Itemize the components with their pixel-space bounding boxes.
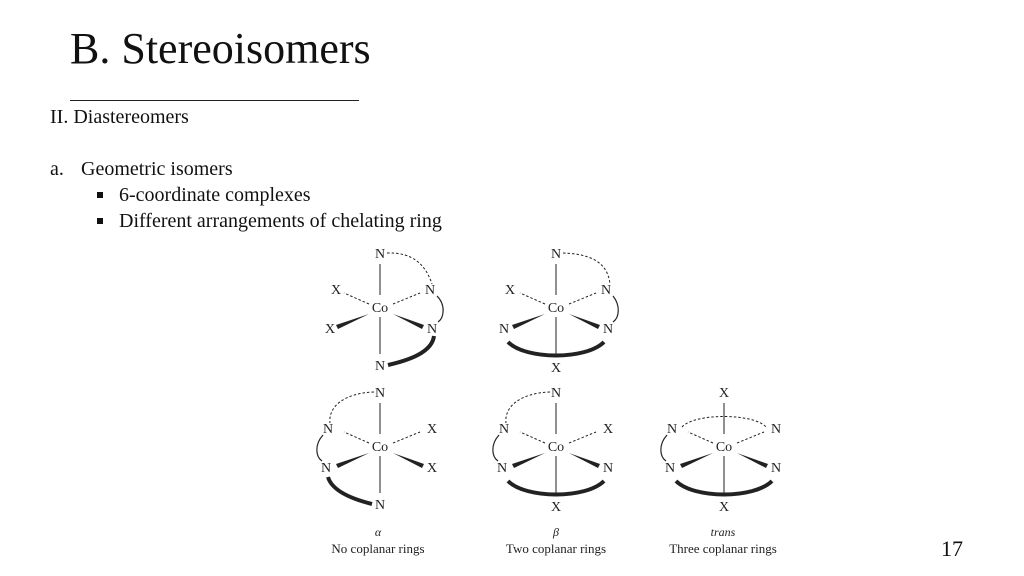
nitrogen-label: N xyxy=(497,461,507,476)
nitrogen-label: N xyxy=(427,322,437,337)
list-item-geometric-isomers: a. Geometric isomers xyxy=(50,156,233,182)
list-item-label: Geometric isomers xyxy=(81,158,233,180)
nitrogen-label: N xyxy=(603,322,613,337)
caption-alpha: No coplanar rings xyxy=(331,541,424,556)
x-ligand-label: X xyxy=(331,283,341,298)
list-marker: a. xyxy=(50,158,64,180)
slide-title: B. Stereoisomers xyxy=(70,24,371,73)
nitrogen-label: N xyxy=(499,422,509,437)
x-ligand-label: X xyxy=(719,500,729,515)
nitrogen-label: N xyxy=(601,283,611,298)
x-ligand-label: X xyxy=(427,461,437,476)
caption-symbol-alpha: α xyxy=(375,525,382,539)
x-ligand-label: X xyxy=(551,500,561,515)
nitrogen-label: N xyxy=(551,247,561,262)
x-ligand-label: X xyxy=(427,422,437,437)
cobalt-label: Co xyxy=(548,301,564,316)
nitrogen-label: N xyxy=(771,461,781,476)
nitrogen-label: N xyxy=(425,283,435,298)
bullet-item: Different arrangements of chelating ring xyxy=(94,208,442,234)
caption-trans: Three coplanar rings xyxy=(669,541,777,556)
cobalt-label: Co xyxy=(372,301,388,316)
x-ligand-label: X xyxy=(325,322,335,337)
structure-beta: Co N X N N X N xyxy=(492,386,613,515)
caption-beta: Two coplanar rings xyxy=(506,541,606,556)
x-ligand-label: X xyxy=(551,361,561,376)
structure-alpha: Co N N N N X X xyxy=(316,386,437,513)
nitrogen-label: N xyxy=(665,461,675,476)
structure-trans: Co X X N N N N xyxy=(660,386,781,515)
nitrogen-label: N xyxy=(375,386,385,401)
x-ligand-label: X xyxy=(603,422,613,437)
bullet-list: 6-coordinate complexes Different arrange… xyxy=(94,182,442,234)
x-ligand-label: X xyxy=(505,283,515,298)
nitrogen-label: N xyxy=(771,422,781,437)
caption-symbol-beta: β xyxy=(552,525,559,539)
structure-top-right: Co N X X N N N xyxy=(499,247,619,376)
isomer-figure: Co N N X X N N Co N X X N N N Co N N N N… xyxy=(316,247,781,556)
nitrogen-label: N xyxy=(667,422,677,437)
title-underline xyxy=(70,100,359,101)
page-number: 17 xyxy=(941,536,963,561)
cobalt-label: Co xyxy=(372,440,388,455)
bullet-item: 6-coordinate complexes xyxy=(94,182,442,208)
nitrogen-label: N xyxy=(321,461,331,476)
cobalt-label: Co xyxy=(548,440,564,455)
x-ligand-label: X xyxy=(719,386,729,401)
structure-top-left: Co N N X X N N xyxy=(325,247,444,374)
nitrogen-label: N xyxy=(375,247,385,262)
nitrogen-label: N xyxy=(499,322,509,337)
nitrogen-label: N xyxy=(603,461,613,476)
nitrogen-label: N xyxy=(375,498,385,513)
nitrogen-label: N xyxy=(375,359,385,374)
nitrogen-label: N xyxy=(323,422,333,437)
nitrogen-label: N xyxy=(551,386,561,401)
caption-symbol-trans: trans xyxy=(711,525,736,539)
cobalt-label: Co xyxy=(716,440,732,455)
section-heading: II. Diastereomers xyxy=(50,106,189,128)
